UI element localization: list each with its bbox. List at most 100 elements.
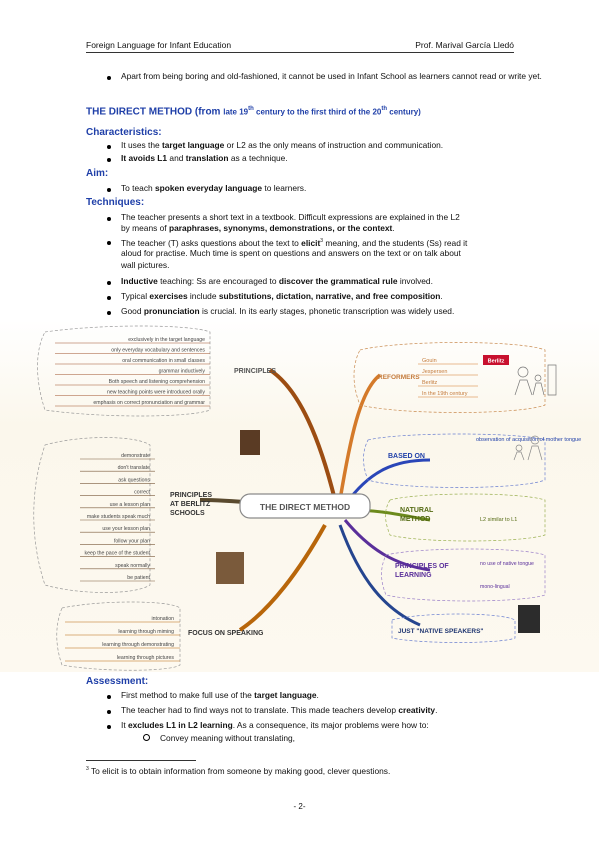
page-number: - 2- [293,802,306,811]
characteristic-item: It uses the target language or L2 as the… [121,140,444,150]
reformers-drawing [514,364,557,396]
focus-item: learning through demonstrating [102,642,174,648]
assessment-1: First method to make full use of the tar… [121,690,319,700]
reformers-cloud [353,342,546,413]
berlitz-label-2: AT BERLITZ [170,501,211,508]
page-header: Foreign Language for Infant Education Pr… [86,40,514,53]
techniques-heading: Techniques: [86,197,145,208]
berlitz-logo [483,355,509,365]
assessment-2: The teacher had to find ways not to tran… [121,705,438,715]
footnote-separator [86,760,196,761]
native-label: JUST "NATIVE SPEAKERS" [398,628,484,635]
bullet-dot [107,217,111,221]
berlitz-label-1: PRINCIPLES [170,492,212,499]
bullet-dot [107,145,111,149]
berlitz-item: demonstrate [121,453,150,459]
technique-3: Inductive teaching: Ss are encouraged to… [121,276,433,286]
natural-cloud [385,493,546,542]
berlitz-item: be patient [127,575,150,581]
native-cloud [391,613,516,643]
branch-reformers [338,373,382,501]
intro-bullet-text: Apart from being boring and old-fashione… [121,71,542,81]
focus-items: intonation learning through miming learnin… [65,616,180,662]
technique-1-line2: by means of paraphrases, synonyms, demon… [121,223,395,233]
branch-learning [343,519,431,572]
bullet-dot [107,725,111,729]
reformers-item: Berlitz [422,380,438,386]
center-node [239,493,371,519]
focus-cloud [56,601,181,671]
mind-map: THE DIRECT METHOD exclusively in the tar… [0,320,599,672]
aim-text: To teach spoken everyday language to lea… [121,183,307,193]
berlitz-item: correct [134,490,150,496]
learning-note-1: no use of native tongue [480,561,534,567]
focus-item: learning through pictures [117,655,175,661]
characteristic-item: It avoids L1 and translation as a techni… [121,153,288,163]
bullet-dot [107,695,111,699]
principles-item: new teaching points were introduced oral… [107,390,205,396]
family-drawing [513,435,543,461]
principles-label: PRINCIPLES [234,368,276,375]
berlitz-logo-text: Berlitz [488,359,505,365]
footnote: 3 To elicit is to obtain information fro… [86,766,391,776]
focus-item: learning through miming [118,629,174,635]
technique-2-line2: aloud for practise. Much time is spent o… [121,248,461,258]
assessment-3: It excludes L1 in L2 learning. As a cons… [121,720,429,730]
berlitz-item: ask questions [118,477,150,483]
reformers-label: REFORMERS [378,374,420,381]
principles-item: only everyday vocabulary and sentences [111,348,205,354]
center-label: THE DIRECT METHOD [260,502,350,512]
principles-item: oral communication in small classes [122,358,205,364]
learning-label-1: PRINCIPLES OF [395,563,449,570]
branch-principles [268,368,337,501]
technique-1-line1: The teacher presents a short text in a t… [121,212,460,222]
based-on-note: observation of acquisition of mother ton… [476,437,581,443]
berlitz-item: follow your plan [114,538,150,544]
principles-item: grammar inductively [159,369,206,375]
berlitz-label-3: SCHOOLS [170,510,205,517]
book-cover-image [518,605,540,633]
assessment-heading: Assessment: [86,676,149,687]
natural-label-1: NATURAL [400,507,434,514]
technique-2-line3: wall pictures. [121,260,170,270]
berlitz-item: speak normally [115,563,150,569]
group-picture-image [216,552,244,584]
header-author: Prof. Marival García Lledó [415,40,514,50]
learning-label-2: LEARNING [395,572,432,579]
technique-4: Typical exercises include substitutions,… [121,291,443,301]
berlitz-item: don't translate [118,465,151,471]
focus-label: FOCUS ON SPEAKING [188,630,264,637]
branch-native [338,524,421,627]
reformers-item: Gouin [422,358,437,364]
bullet-dot [107,311,111,315]
principles-cloud [37,325,211,417]
based-on-label: BASED ON [388,453,425,460]
principles-item: emphasis on correct pronunciation and gr… [93,400,205,406]
technique-2-line1: The teacher (T) asks questions about the… [121,237,468,248]
bullet-dot [107,296,111,300]
reformers-item: In the 19th century [422,391,468,397]
bullet-dot [107,188,111,192]
focus-item: intonation [152,616,175,622]
berlitz-item: keep the pace of the student [85,551,151,557]
bullet-dot [107,241,111,245]
portrait-image [240,430,260,455]
section-title: THE DIRECT METHOD (from late 19th centur… [86,106,421,118]
berlitz-cloud [33,437,151,593]
branch-focus [238,524,327,632]
based-on-cloud [363,433,546,488]
learning-cloud [381,548,546,602]
berlitz-item: use a lesson plan [110,502,150,508]
berlitz-items: demonstrate don't translate ask questions c… [80,453,155,582]
bullet-dot [107,281,111,285]
header-course: Foreign Language for Infant Education [86,40,232,50]
aim-heading: Aim: [86,168,109,179]
bullet-dot [107,710,111,714]
technique-5: Good pronunciation is crucial. In its ea… [121,306,455,316]
natural-note: L2 similar to L1 [480,517,517,523]
bullet-dot [107,158,111,162]
sub-bullet-circle [143,734,150,741]
berlitz-item: make students speak much [87,514,150,520]
